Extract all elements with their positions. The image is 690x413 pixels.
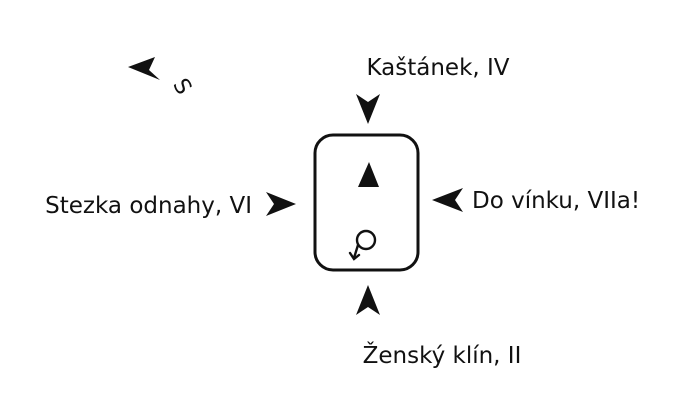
route-arrow-top [356, 94, 380, 124]
north-arrow-icon [128, 57, 160, 80]
route-label-top: Kaštánek, IV [366, 55, 509, 81]
route-loop-arrow-icon [348, 229, 377, 261]
up-triangle-icon [358, 162, 379, 187]
route-label-right: Do vínku, VIIa! [472, 188, 640, 214]
route-arrow-bottom [356, 285, 380, 315]
route-label-left: Stezka odnahy, VI [45, 193, 252, 219]
route-arrow-right [432, 188, 463, 212]
compass-label: S [167, 74, 196, 99]
boulder-block [313, 133, 420, 272]
route-label-bottom: Ženský klín, II [363, 341, 522, 369]
route-arrow-left [266, 192, 296, 216]
